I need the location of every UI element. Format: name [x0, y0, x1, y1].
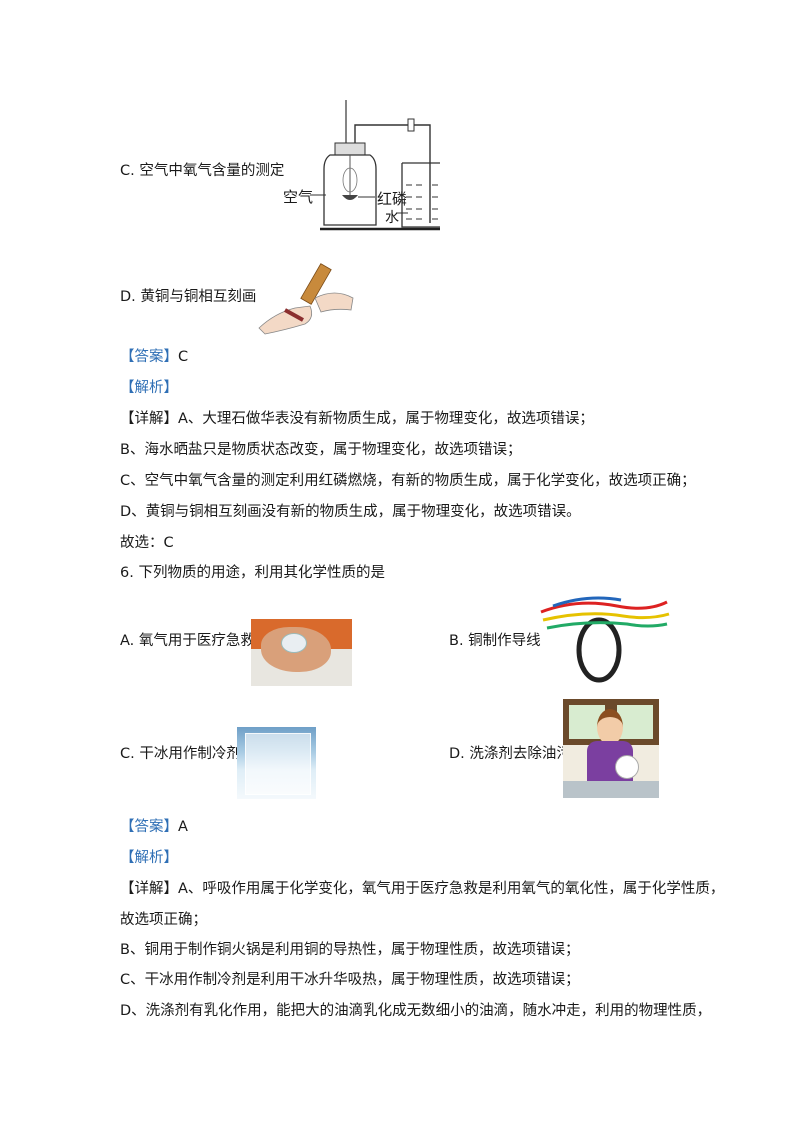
oxygen-medical-photo — [251, 619, 352, 686]
q5-detail-d: D、黄铜与铜相互刻画没有新的物质生成，属于物理变化，故选项错误。 — [120, 504, 581, 520]
label-air: 空气 — [283, 188, 314, 206]
detergent-washing-photo — [563, 699, 659, 798]
q6-detail-a-line1: A、呼吸作用属于化学变化，氧气用于医疗急救是利用氧气的氧化性，属于化学性质， — [178, 881, 725, 897]
q5-answer-tag: 【答案】 — [120, 349, 178, 365]
q6-detail-tag: 【详解】 — [120, 881, 178, 897]
q5-option-c: C. 空气中氧气含量的测定 — [120, 163, 285, 179]
q6-detail-b: B、铜用于制作铜火锅是利用铜的导热性，属于物理性质，故选项错误； — [120, 942, 580, 958]
dry-ice-photo — [237, 727, 316, 799]
q5-analysis-tag: 【解析】 — [120, 380, 178, 396]
oxygen-measurement-apparatus — [310, 100, 440, 231]
q5-answer: 【答案】C — [120, 347, 188, 367]
label-water: 水 — [385, 210, 399, 226]
q6-detail-a-line2: 故选项正确； — [120, 912, 207, 928]
q6-analysis-tag: 【解析】 — [120, 850, 178, 866]
q6-answer: 【答案】A — [120, 817, 188, 837]
q6-answer-tag: 【答案】 — [120, 819, 178, 835]
q5-conclusion: 故选：C — [120, 535, 174, 551]
q6-option-d: D. 洗涤剂去除油污 — [449, 746, 571, 762]
q6-answer-value: A — [178, 819, 188, 835]
q5-detail-a: 【详解】A、大理石做华表没有新物质生成，属于物理变化，故选项错误； — [120, 409, 594, 429]
copper-wire-image — [540, 596, 670, 683]
q5-detail-a-text: A、大理石做华表没有新物质生成，属于物理变化，故选项错误； — [178, 411, 594, 427]
q6-detail-c: C、干冰用作制冷剂是利用干冰升华吸热，属于物理性质，故选项错误； — [120, 972, 580, 988]
q5-option-d: D. 黄铜与铜相互刻画 — [120, 289, 257, 305]
q5-detail-tag: 【详解】 — [120, 411, 178, 427]
q6-option-c: C. 干冰用作制冷剂 — [120, 746, 241, 762]
q5-detail-c: C、空气中氧气含量的测定利用红磷燃烧，有新的物质生成，属于化学变化，故选项正确； — [120, 473, 696, 489]
q6-detail-a: 【详解】A、呼吸作用属于化学变化，氧气用于医疗急救是利用氧气的氧化性，属于化学性… — [120, 879, 724, 899]
q5-answer-value: C — [178, 349, 189, 365]
label-red-phosphorus: 红磷 — [377, 190, 408, 208]
brass-copper-scratch-image — [258, 263, 354, 335]
q5-detail-b: B、海水晒盐只是物质状态改变，属于物理变化，故选项错误； — [120, 442, 522, 458]
q6-detail-d: D、洗涤剂有乳化作用，能把大的油滴乳化成无数细小的油滴，随水冲走，利用的物理性质… — [120, 1003, 712, 1019]
q6-option-b: B. 铜制作导线 — [449, 633, 541, 649]
q6-question: 6. 下列物质的用途，利用其化学性质的是 — [120, 565, 385, 581]
q6-option-a: A. 氧气用于医疗急救 — [120, 633, 255, 649]
